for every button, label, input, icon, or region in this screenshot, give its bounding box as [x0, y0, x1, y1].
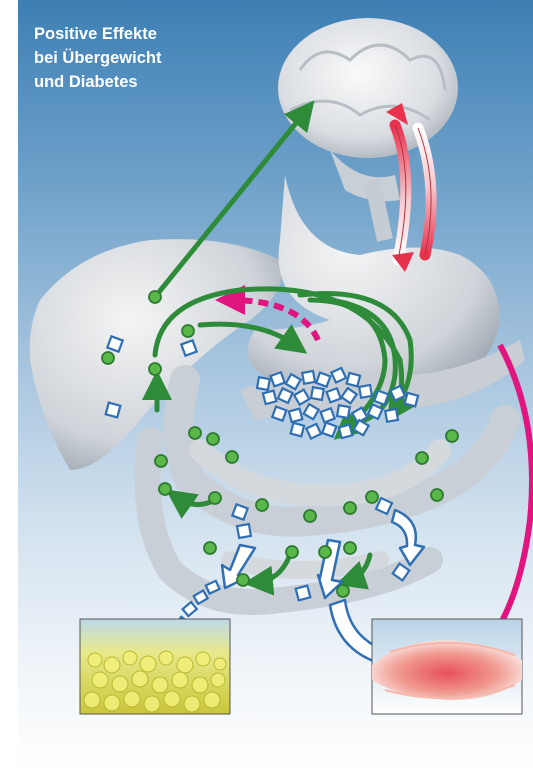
diagram-title: Positive Effekte bei Übergewicht und Dia…: [34, 22, 274, 94]
title-line-2: bei Übergewicht: [34, 46, 274, 70]
title-line-1: Positive Effekte: [34, 22, 274, 46]
title-line-3: und Diabetes: [34, 70, 274, 94]
